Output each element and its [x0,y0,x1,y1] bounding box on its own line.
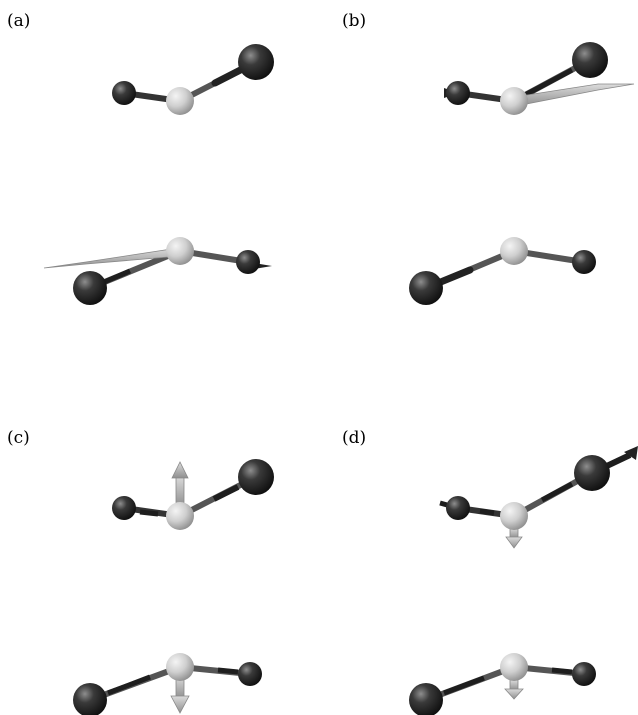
molecule-a-top [112,44,274,115]
light-atom [166,87,194,115]
light-atom [166,653,194,681]
light-atom [166,237,194,265]
displacement-arrow [139,509,159,517]
displacement-arrow [443,675,485,696]
dark-atom [409,683,443,715]
light-atom [500,653,528,681]
panel-label-b: (b) [342,11,367,31]
molecule-b-bottom [409,237,596,305]
displacement-arrow [43,247,181,269]
molecule-d-bottom [409,653,596,715]
light-atom [166,502,194,530]
dark-atom [572,250,596,274]
displacement-arrow [624,446,638,460]
dark-atom [446,496,470,520]
dark-atom [236,250,260,274]
displacement-arrow [170,695,190,714]
dark-atom [238,459,274,495]
dark-atom [409,271,443,305]
molecule-c-bottom [73,653,262,715]
dark-atom [73,683,107,715]
molecule-a-bottom [43,237,272,305]
molecule-b-top [444,42,635,115]
panel-label-d: (d) [342,428,367,448]
panel-b [409,42,635,305]
dark-atom [112,81,136,105]
displacement-arrow [171,461,189,479]
dark-atom [574,455,610,491]
light-atom [500,502,528,530]
light-atom [500,237,528,265]
panel-a [43,44,274,305]
displacement-arrow [509,679,519,691]
displacement-arrow [107,674,151,696]
displacement-arrow [513,83,635,107]
displacement-arrow [217,667,239,675]
light-atom [500,87,528,115]
displacement-arrow [505,536,523,549]
displacement-arrow [523,67,574,98]
dark-atom [572,42,608,78]
dark-atom [238,662,262,686]
displacement-arrow [504,688,524,700]
displacement-arrow [540,481,574,503]
dark-atom [112,496,136,520]
panel-label-a: (a) [7,11,31,31]
displacement-arrow [212,484,240,502]
molecule-d-top [439,446,638,549]
dark-atom [446,81,470,105]
dark-atom [73,271,107,305]
displacement-arrow [551,667,573,675]
panel-d [409,446,638,715]
panel-label-c: (c) [7,428,30,448]
dark-atom [572,662,596,686]
panel-c [73,459,274,715]
dark-atom [238,44,274,80]
molecule-c-top [112,459,274,530]
displacement-arrow [175,475,185,507]
displacement-arrow [479,508,495,516]
